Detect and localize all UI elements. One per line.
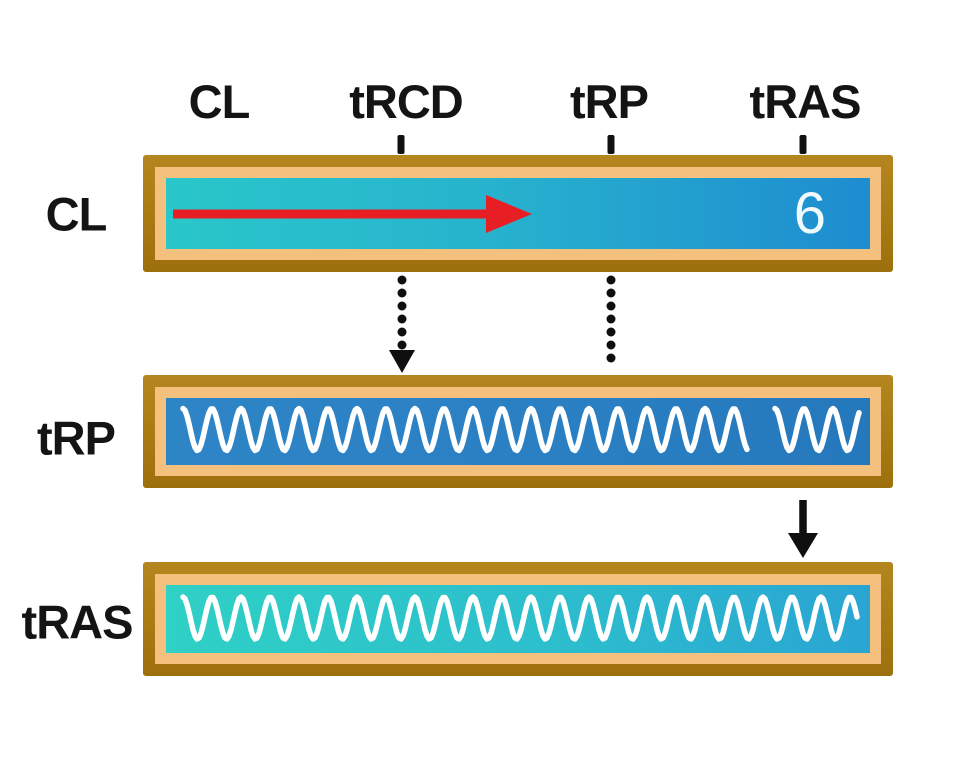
row-label-tras: tRAS <box>21 595 134 649</box>
axis-tick-icon <box>607 135 615 154</box>
down-arrow-icon <box>788 500 818 558</box>
tras-bar <box>143 562 893 676</box>
axis-tick-icon <box>799 135 807 154</box>
clock-signal-wave-icon <box>180 405 862 454</box>
red-latency-arrow-icon <box>173 194 532 233</box>
axis-label-cl: CL <box>188 75 251 128</box>
axis-label-trcd: tRCD <box>349 75 463 128</box>
clock-signal-wave-icon <box>180 594 860 642</box>
axis-tick-icon <box>397 135 405 154</box>
trp-bar <box>143 375 893 488</box>
trp-bar-fill <box>166 398 870 465</box>
tras-bar-fill <box>166 585 870 653</box>
cl-bar-inner-frame: 6 <box>155 167 881 260</box>
tras-bar-inner-frame <box>155 574 881 664</box>
axis-label-trp: tRP <box>570 75 649 128</box>
row-label-trp: tRP <box>37 411 116 465</box>
dotted-line-icon <box>606 275 616 363</box>
row-label-cl: CL <box>45 187 108 241</box>
cl-bar-fill: 6 <box>166 178 870 249</box>
cl-value: 6 <box>793 180 826 246</box>
cl-bar: 6 <box>143 155 893 272</box>
trp-bar-inner-frame <box>155 387 881 476</box>
dotted-arrow-down-icon <box>389 275 415 373</box>
axis-label-tras: tRAS <box>749 75 862 128</box>
